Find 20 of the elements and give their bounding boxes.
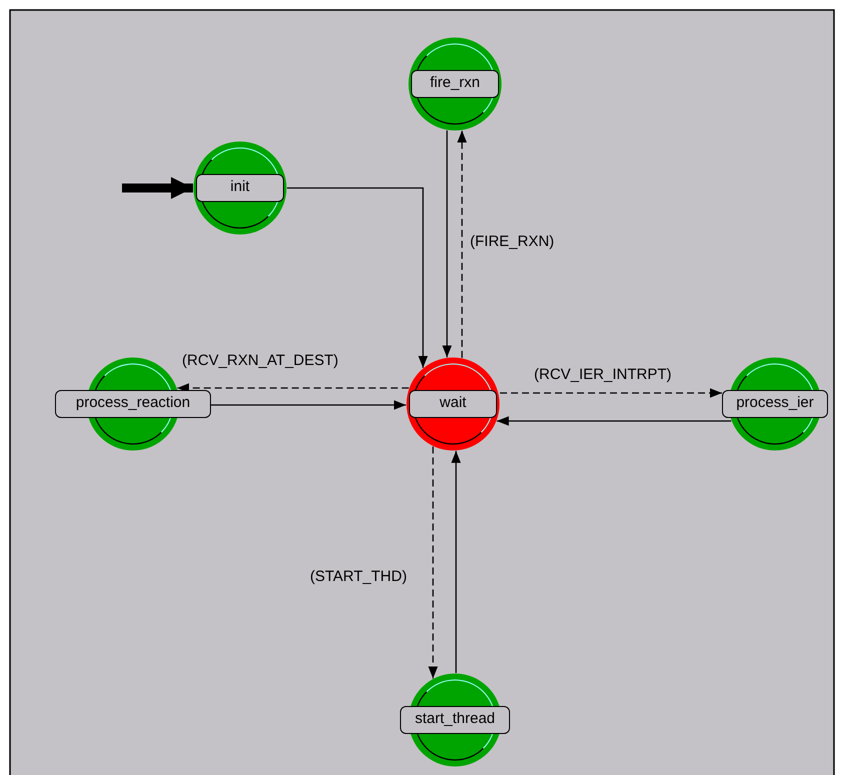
state-label: process_ier [722,390,828,418]
transition-arrow [287,187,428,368]
state-label: fire_rxn [411,70,499,98]
transition-arrow [451,450,461,673]
transition-arrow [177,383,409,393]
transition-arrow [457,130,467,358]
state-label: process_reaction [55,390,211,418]
transition-label: (FIRE_RXN) [468,233,556,251]
transition-arrow [428,446,438,678]
state-label: init [196,174,284,202]
transition-label: (RCV_IER_INTRPT) [532,366,674,384]
transition-arrow [211,400,406,410]
transition-arrow [500,388,722,398]
entry-arrow [122,177,193,199]
transition-arrow [442,130,452,358]
transition-label: (START_THD) [308,568,409,586]
state-label: start_thread [400,706,510,734]
transition-label: (RCV_RXN_AT_DEST) [180,352,340,370]
state-label: wait [409,390,497,418]
transition-arrow [496,416,732,426]
